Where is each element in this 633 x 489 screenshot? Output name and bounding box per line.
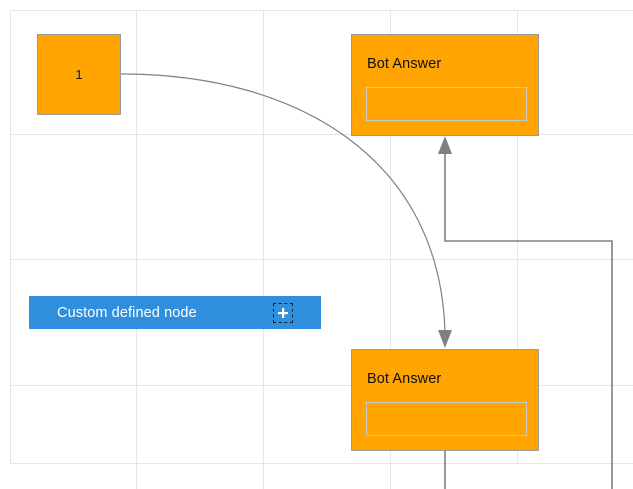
arrowhead-down bbox=[438, 330, 452, 348]
grid-line-horizontal bbox=[10, 385, 633, 386]
node-1[interactable]: 1 bbox=[37, 34, 121, 115]
node-bot-answer-bottom[interactable]: Bot Answer bbox=[351, 349, 539, 451]
custom-defined-node-bar[interactable]: Custom defined node bbox=[29, 296, 321, 329]
grid-line-vertical bbox=[136, 10, 137, 489]
node-1-label: 1 bbox=[75, 67, 83, 82]
grid-line-horizontal bbox=[10, 463, 633, 464]
node-bot-answer-top-slot[interactable] bbox=[366, 87, 527, 121]
arrowhead-up bbox=[438, 136, 452, 154]
grid-line-horizontal bbox=[10, 134, 633, 135]
grid-line-horizontal bbox=[10, 10, 633, 11]
custom-defined-node-label: Custom defined node bbox=[57, 304, 197, 321]
grid-line-vertical bbox=[263, 10, 264, 489]
node-bot-answer-bottom-slot[interactable] bbox=[366, 402, 527, 436]
node-bot-answer-top[interactable]: Bot Answer bbox=[351, 34, 539, 136]
node-bot-answer-bottom-title: Bot Answer bbox=[367, 371, 442, 387]
plus-icon[interactable] bbox=[273, 303, 293, 323]
grid-line-horizontal bbox=[10, 259, 633, 260]
node-bot-answer-top-title: Bot Answer bbox=[367, 56, 442, 72]
grid-line-vertical bbox=[10, 10, 11, 463]
